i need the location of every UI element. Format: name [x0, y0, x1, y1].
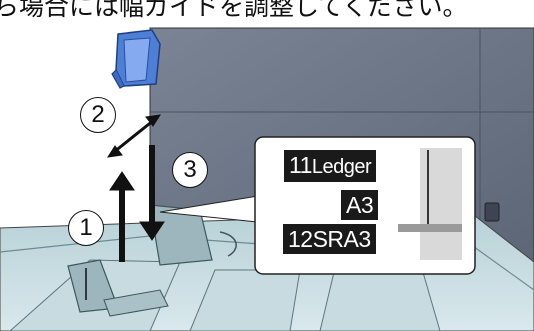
step-1-badge: 1	[68, 210, 104, 246]
paper-label-sra3-size: SRA3	[312, 226, 372, 252]
paper-label-ledger: 11Ledger	[284, 150, 377, 182]
blue-guide-piece	[111, 29, 161, 89]
step-3-badge: 3	[172, 152, 208, 188]
paper-label-ledger-size: Ledger	[311, 156, 372, 178]
paper-label-ledger-num: 11	[289, 152, 312, 178]
paper-label-a3: A3	[341, 190, 379, 220]
paper-label-a3-size: A3	[346, 192, 374, 218]
caption-text: ら場合には幅ガイドを調整してください。	[0, 0, 468, 21]
step-2-badge: 2	[80, 97, 116, 133]
paper-label-sra3-num: 12	[288, 226, 313, 252]
paper-label-sra3: 12SRA3	[283, 224, 376, 254]
arrow-step-1	[109, 171, 135, 262]
arrow-step-3	[139, 145, 165, 241]
arrow-step-2	[106, 114, 162, 158]
